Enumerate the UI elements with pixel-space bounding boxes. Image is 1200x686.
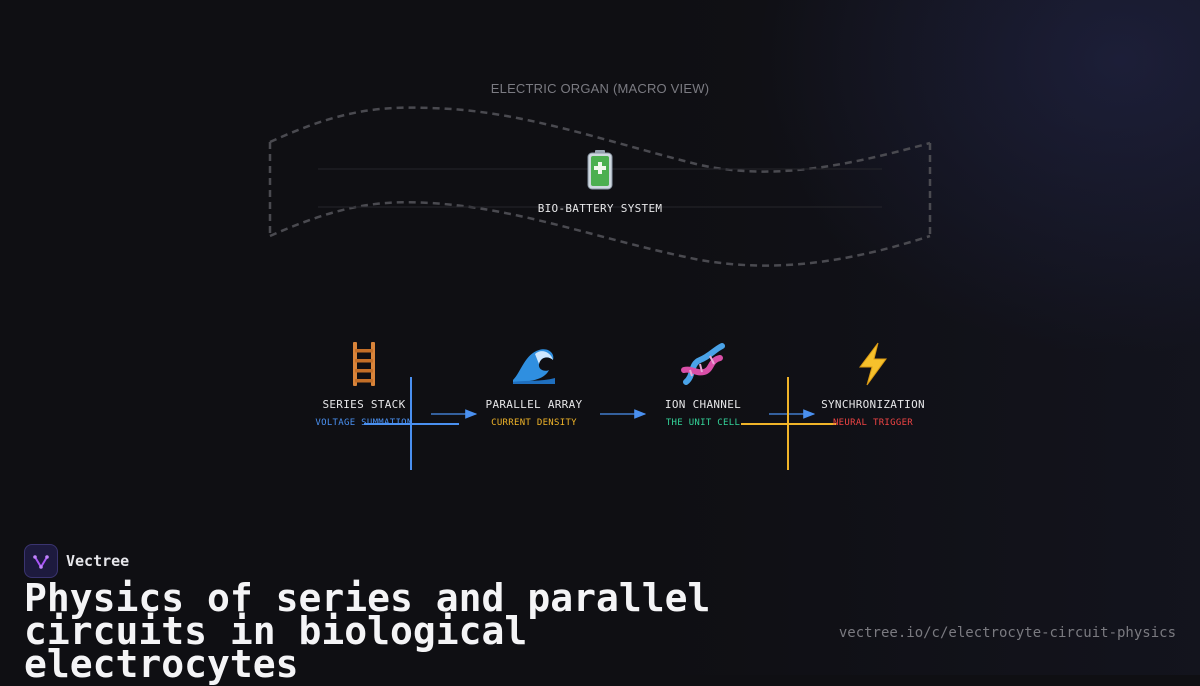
organ-outline-top — [269, 106, 931, 173]
organ-outline-bottom — [269, 200, 931, 267]
dna-icon — [681, 343, 725, 385]
bio-battery-label: BIO-BATTERY SYSTEM — [537, 202, 663, 215]
stage-ion-channel: ION CHANNEL THE UNIT CELL — [623, 340, 783, 428]
brand-name: Vectree — [66, 552, 130, 570]
brand: Vectree — [24, 544, 129, 578]
stage-sublabel: NEURAL TRIGGER — [832, 418, 914, 428]
battery-icon — [587, 150, 613, 190]
stage-label: SERIES STACK — [322, 398, 406, 411]
wave-icon — [513, 349, 555, 384]
stage-label: ION CHANNEL — [664, 398, 742, 411]
stage-synchronization: SYNCHRONIZATION NEURAL TRIGGER — [793, 340, 953, 428]
page-title: Physics of series and parallel circuits … — [24, 576, 711, 686]
ladder-icon — [353, 342, 375, 386]
vectree-logo-icon — [24, 544, 58, 578]
stage-sublabel: VOLTAGE SUMMATION — [315, 418, 413, 428]
stage-sublabel: CURRENT DENSITY — [491, 418, 577, 428]
stage-series-stack: SERIES STACK VOLTAGE SUMMATION — [284, 340, 444, 428]
stage-label: PARALLEL ARRAY — [485, 398, 583, 411]
macro-view-title: ELECTRIC ORGAN (MACRO VIEW) — [490, 81, 710, 96]
stage-sublabel: THE UNIT CELL — [665, 418, 741, 428]
lightning-icon — [859, 342, 887, 386]
stage-parallel-array: PARALLEL ARRAY CURRENT DENSITY — [454, 340, 614, 428]
page-url[interactable]: vectree.io/c/electrocyte-circuit-physics — [838, 625, 1176, 641]
stage-label: SYNCHRONIZATION — [821, 398, 925, 411]
